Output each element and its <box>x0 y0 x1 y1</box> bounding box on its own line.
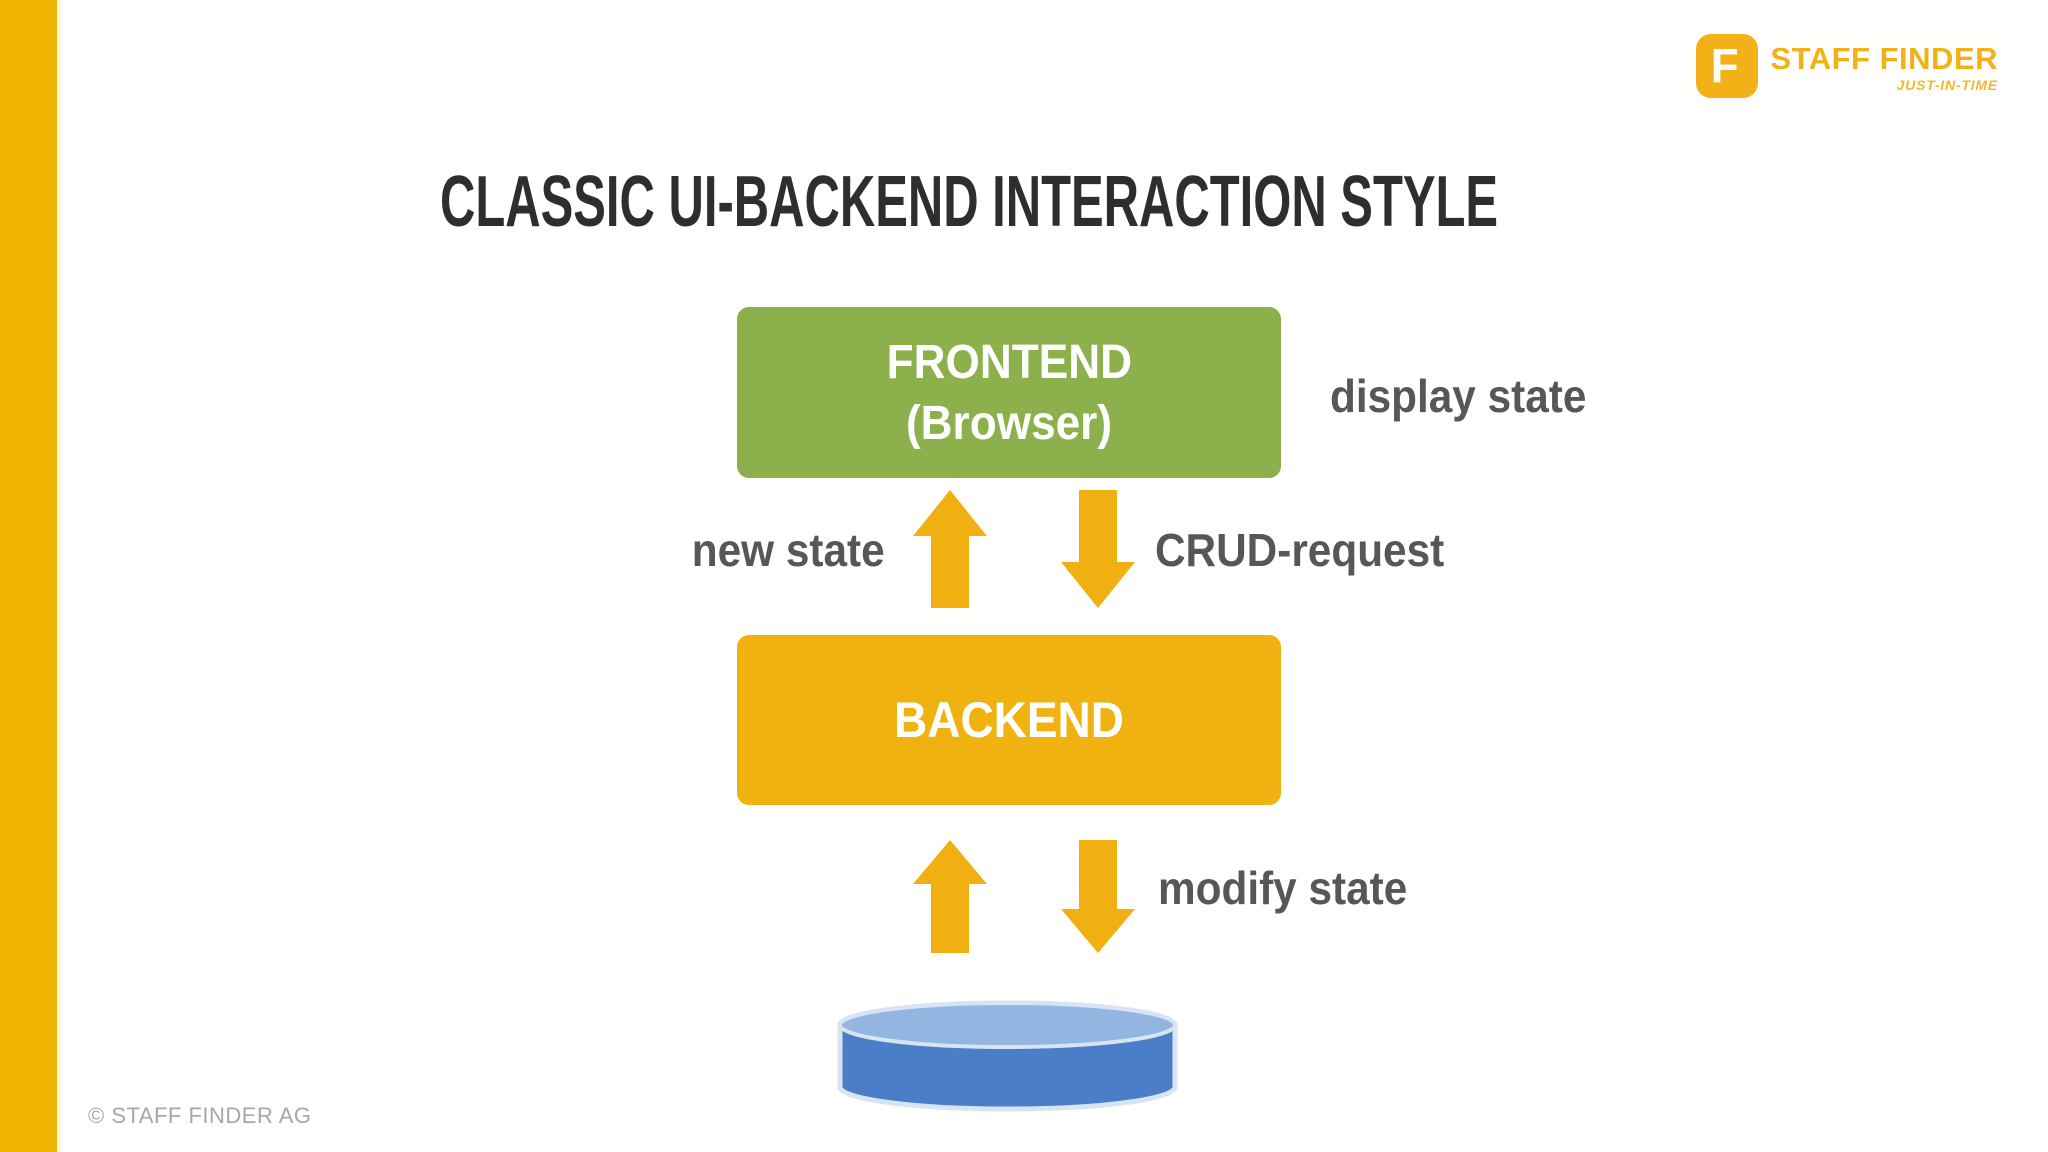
frontend-down-arrow-icon <box>1061 490 1135 608</box>
frontend-up-arrow-icon <box>913 490 987 608</box>
brand-tagline: JUST-IN-TIME <box>1896 77 1998 93</box>
frontend-label-line2: (Browser) <box>905 396 1113 450</box>
backend-box: BACKEND <box>737 635 1281 805</box>
new-state-label: new state <box>692 524 885 576</box>
logo-text: STAFF FINDER JUST-IN-TIME <box>1770 34 1998 94</box>
left-accent-bar-edge <box>57 0 62 1152</box>
display-state-label: display state <box>1330 370 1587 422</box>
crud-request-label: CRUD-request <box>1155 524 1445 576</box>
database-up-arrow-icon <box>913 840 987 953</box>
modify-state-label: modify state <box>1158 862 1408 914</box>
brand-name: STAFF FINDER <box>1770 41 1998 76</box>
backend-label: BACKEND <box>894 691 1124 748</box>
copyright-text: © STAFF FINDER AG <box>88 1103 312 1128</box>
database-cylinder-icon <box>837 1000 1178 1112</box>
frontend-box: FRONTEND (Browser) <box>737 307 1281 478</box>
left-accent-bar <box>0 0 57 1152</box>
database-down-arrow-icon <box>1061 840 1135 953</box>
logo-f-letter: F <box>1710 40 1739 93</box>
slide-title: CLASSIC UI-BACKEND INTERACTION STYLE <box>440 162 1499 242</box>
staff-finder-logo: F STAFF FINDER JUST-IN-TIME <box>1696 34 1998 98</box>
frontend-label-line1: FRONTEND <box>886 335 1132 389</box>
logo-f-icon: F <box>1696 34 1759 98</box>
